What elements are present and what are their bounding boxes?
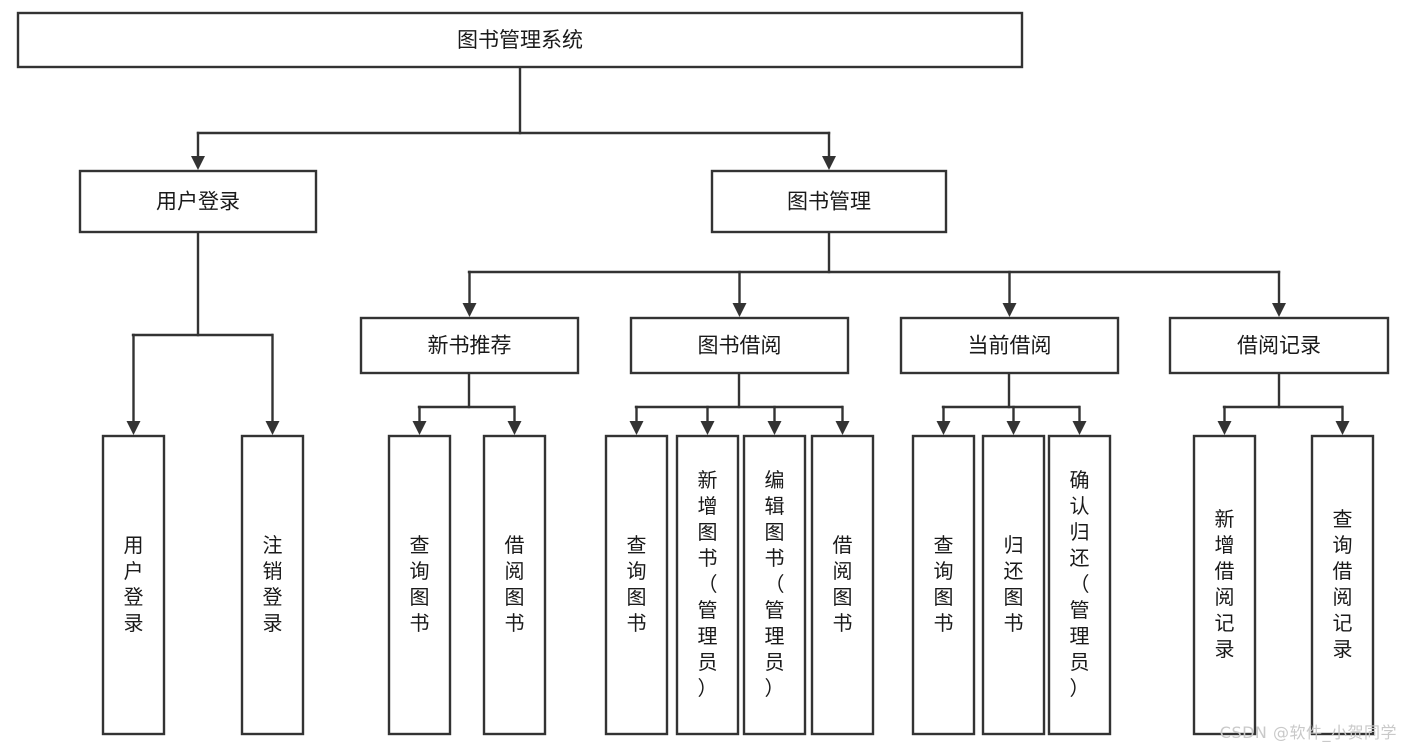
node-label-leaf_2: 查询图书 [410, 533, 430, 635]
node-l3_3[interactable]: 借阅记录 [1168, 316, 1390, 375]
node-leaf_0[interactable]: 用户登录 [101, 434, 166, 736]
node-l2_1[interactable]: 图书管理 [710, 169, 948, 234]
arrow-to-l3_0 [462, 270, 477, 317]
node-leaf_3[interactable]: 借阅图书 [482, 434, 547, 736]
edge-layer [126, 65, 1350, 435]
node-l3_2[interactable]: 当前借阅 [899, 316, 1120, 375]
node-label-leaf_10: 确认归还（管理员） [1070, 468, 1090, 700]
node-leaf_2[interactable]: 查询图书 [387, 434, 452, 736]
node-label-leaf_9: 归还图书 [1004, 533, 1024, 635]
node-label-leaf_0: 用户登录 [124, 533, 144, 635]
node-label-l3_3: 借阅记录 [1237, 334, 1321, 358]
arrow-to-leaf_11 [1217, 405, 1232, 435]
node-label-leaf_5: 新增图书（管理员） [698, 468, 718, 700]
node-label-leaf_1: 注销登录 [263, 533, 283, 635]
connector-current-borrow-bus [941, 371, 1081, 409]
arrow-to-leaf_5 [700, 405, 715, 435]
node-label-leaf_11: 新增借阅记录 [1215, 507, 1235, 661]
node-leaf_10[interactable]: 确认归还（管理员） [1047, 434, 1112, 736]
connector-record-bus [1222, 371, 1344, 409]
node-leaf_9[interactable]: 归还图书 [981, 434, 1046, 736]
node-label-root: 图书管理系统 [457, 28, 583, 52]
arrow-to-l2_0 [191, 131, 205, 170]
connector-new-book-bus [417, 371, 516, 409]
arrow-to-leaf_7 [835, 405, 850, 435]
node-leaf_1[interactable]: 注销登录 [240, 434, 305, 736]
node-leaf_4[interactable]: 查询图书 [604, 434, 669, 736]
arrow-to-l3_1 [732, 270, 747, 317]
node-label-leaf_6: 编辑图书（管理员） [765, 468, 785, 700]
node-label-l3_1: 图书借阅 [698, 334, 782, 358]
node-label-leaf_4: 查询图书 [627, 533, 647, 635]
node-label-l2_1: 图书管理 [787, 190, 871, 214]
node-l3_1[interactable]: 图书借阅 [629, 316, 850, 375]
node-leaf_11[interactable]: 新增借阅记录 [1192, 434, 1257, 736]
arrow-to-l3_2 [1002, 270, 1017, 317]
connector-borrow-bus [634, 371, 844, 409]
node-leaf_12[interactable]: 查询借阅记录 [1310, 434, 1375, 736]
node-label-l2_0: 用户登录 [156, 190, 240, 214]
node-label-l3_0: 新书推荐 [428, 334, 512, 358]
arrow-to-leaf_4 [629, 405, 644, 435]
arrow-to-leaf_8 [936, 405, 951, 435]
node-leaf_6[interactable]: 编辑图书（管理员） [742, 434, 807, 736]
node-label-leaf_7: 借阅图书 [833, 533, 853, 635]
node-l3_0[interactable]: 新书推荐 [359, 316, 580, 375]
node-layer: 图书管理系统用户登录图书管理新书推荐图书借阅当前借阅借阅记录用户登录注销登录查询… [16, 11, 1390, 736]
arrow-to-l3_3 [1272, 270, 1286, 317]
arrow-to-leaf_2 [412, 405, 427, 435]
arrow-to-l2_1 [822, 131, 836, 170]
node-leaf_8[interactable]: 查询图书 [911, 434, 976, 736]
node-label-leaf_8: 查询图书 [934, 533, 954, 635]
node-leaf_7[interactable]: 借阅图书 [810, 434, 875, 736]
node-label-l3_2: 当前借阅 [968, 334, 1052, 358]
arrow-to-leaf_1 [265, 333, 280, 435]
arrow-to-leaf_0 [126, 333, 141, 435]
arrow-to-leaf_12 [1335, 405, 1350, 435]
arrow-to-leaf_9 [1006, 405, 1021, 435]
connector-user-login-bus [131, 230, 274, 337]
node-root[interactable]: 图书管理系统 [16, 11, 1024, 69]
node-leaf_5[interactable]: 新增图书（管理员） [675, 434, 740, 736]
node-l2_0[interactable]: 用户登录 [78, 169, 318, 234]
node-label-leaf_12: 查询借阅记录 [1333, 507, 1353, 661]
connector-book-manage-bus [467, 230, 1281, 274]
arrow-to-leaf_3 [507, 405, 522, 435]
connector-root-bus [196, 65, 831, 135]
arrow-to-leaf_10 [1072, 405, 1087, 435]
watermark-label: CSDN @软件_小贺同学 [1219, 723, 1397, 742]
arrow-to-leaf_6 [767, 405, 782, 435]
node-label-leaf_3: 借阅图书 [505, 533, 525, 635]
